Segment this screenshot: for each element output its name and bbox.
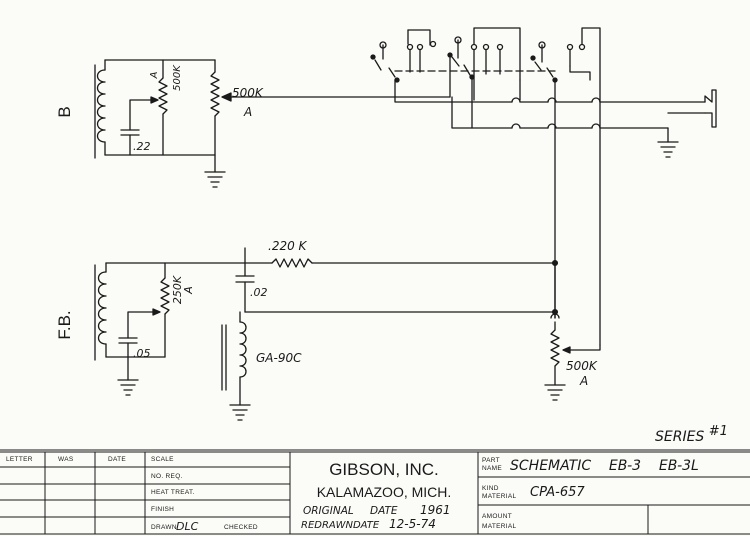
original-date-label: ORIGINAL [303,505,354,517]
coupling-cap [235,247,255,313]
field-drawn-by: DLC [176,520,199,533]
bass-tone-pot [129,59,168,156]
kind-material-label-2: MATERIAL [482,493,517,500]
field-checked: CHECKED [224,524,258,531]
original-date-value: 1961 [420,503,451,517]
label-choke: GA-90C [256,351,302,365]
kind-material-value: CPA-657 [530,485,585,500]
switch-contacts-mid [470,27,521,101]
label-treble-cap: .05 [133,347,151,360]
original-date-word: DATE [370,505,398,517]
choke-ground-symbol [229,404,251,421]
label-bass-volume-taper: A [243,105,252,119]
part-name-label-2: NAME [482,465,502,472]
field-finish: FINISH [151,506,174,513]
field-no-req: NO. REQ. [151,473,183,480]
bass-ground-symbol [204,171,226,188]
header-letter: LETTER [6,456,33,463]
treble-ground-symbol [117,379,139,396]
material-label: MATERIAL [482,523,517,530]
label-pickup-bass: B [55,106,74,117]
output-bus-upper [394,79,706,103]
switch-contacts-left [406,29,437,73]
label-coupling-cap: .02 [250,286,268,299]
company-city: KALAMAZOO, MICH. [317,484,452,500]
label-master-value: 500K [566,359,598,373]
field-drawn: DRAWN [151,524,177,531]
bass-signal-line [221,57,451,102]
company-name: GIBSON, INC. [329,460,439,479]
choke-coil [221,311,247,406]
label-bass-tone-taper: A [149,71,160,79]
master-ground-symbol [544,384,566,401]
jack-ground-symbol [657,141,679,158]
field-heat-treat: HEAT TREAT. [151,489,195,496]
label-bass-cap: .22 [133,140,151,153]
label-bass-volume-value: 500K [232,86,264,100]
treble-tone-pot [127,262,170,358]
treble-pickup-coil [94,262,107,361]
field-scale: SCALE [151,456,174,463]
header-date: DATE [108,456,126,463]
bass-tone-cap [120,129,140,156]
series-resistor [244,258,556,268]
label-treble-tone-value: 250K [171,275,184,304]
selector-switch-1 [370,41,400,83]
master-pot [550,262,601,386]
label-bass-tone-value: 500K [172,64,183,91]
selector-switch-2 [447,36,475,80]
title-block [0,449,750,535]
amount-label: AMOUNT [482,513,512,520]
treble-tone-cap [118,337,138,381]
label-treble-tone-taper: A [182,286,195,295]
part-name-label-1: PART [482,457,500,464]
output-jack-icon [667,89,717,128]
label-pickup-treble: F.B. [55,310,74,339]
redrawn-date-label: REDRAWNDATE [301,520,380,531]
output-bus-lower [451,76,669,143]
bass-volume-pot [210,59,220,173]
redrawn-date-value: 12-5-74 [389,517,436,531]
selector-switch-3 [530,41,558,83]
series-label: SERIES #1 [655,424,728,445]
part-name-value: SCHEMATIC EB-3 EB-3L [510,458,699,474]
bass-pickup-coil [94,59,106,159]
switch-contacts-right [566,27,601,103]
label-resistor: .220 K [268,239,308,253]
label-master-taper: A [579,374,588,388]
kind-material-label-1: KIND [482,485,499,492]
header-was: WAS [58,456,74,463]
